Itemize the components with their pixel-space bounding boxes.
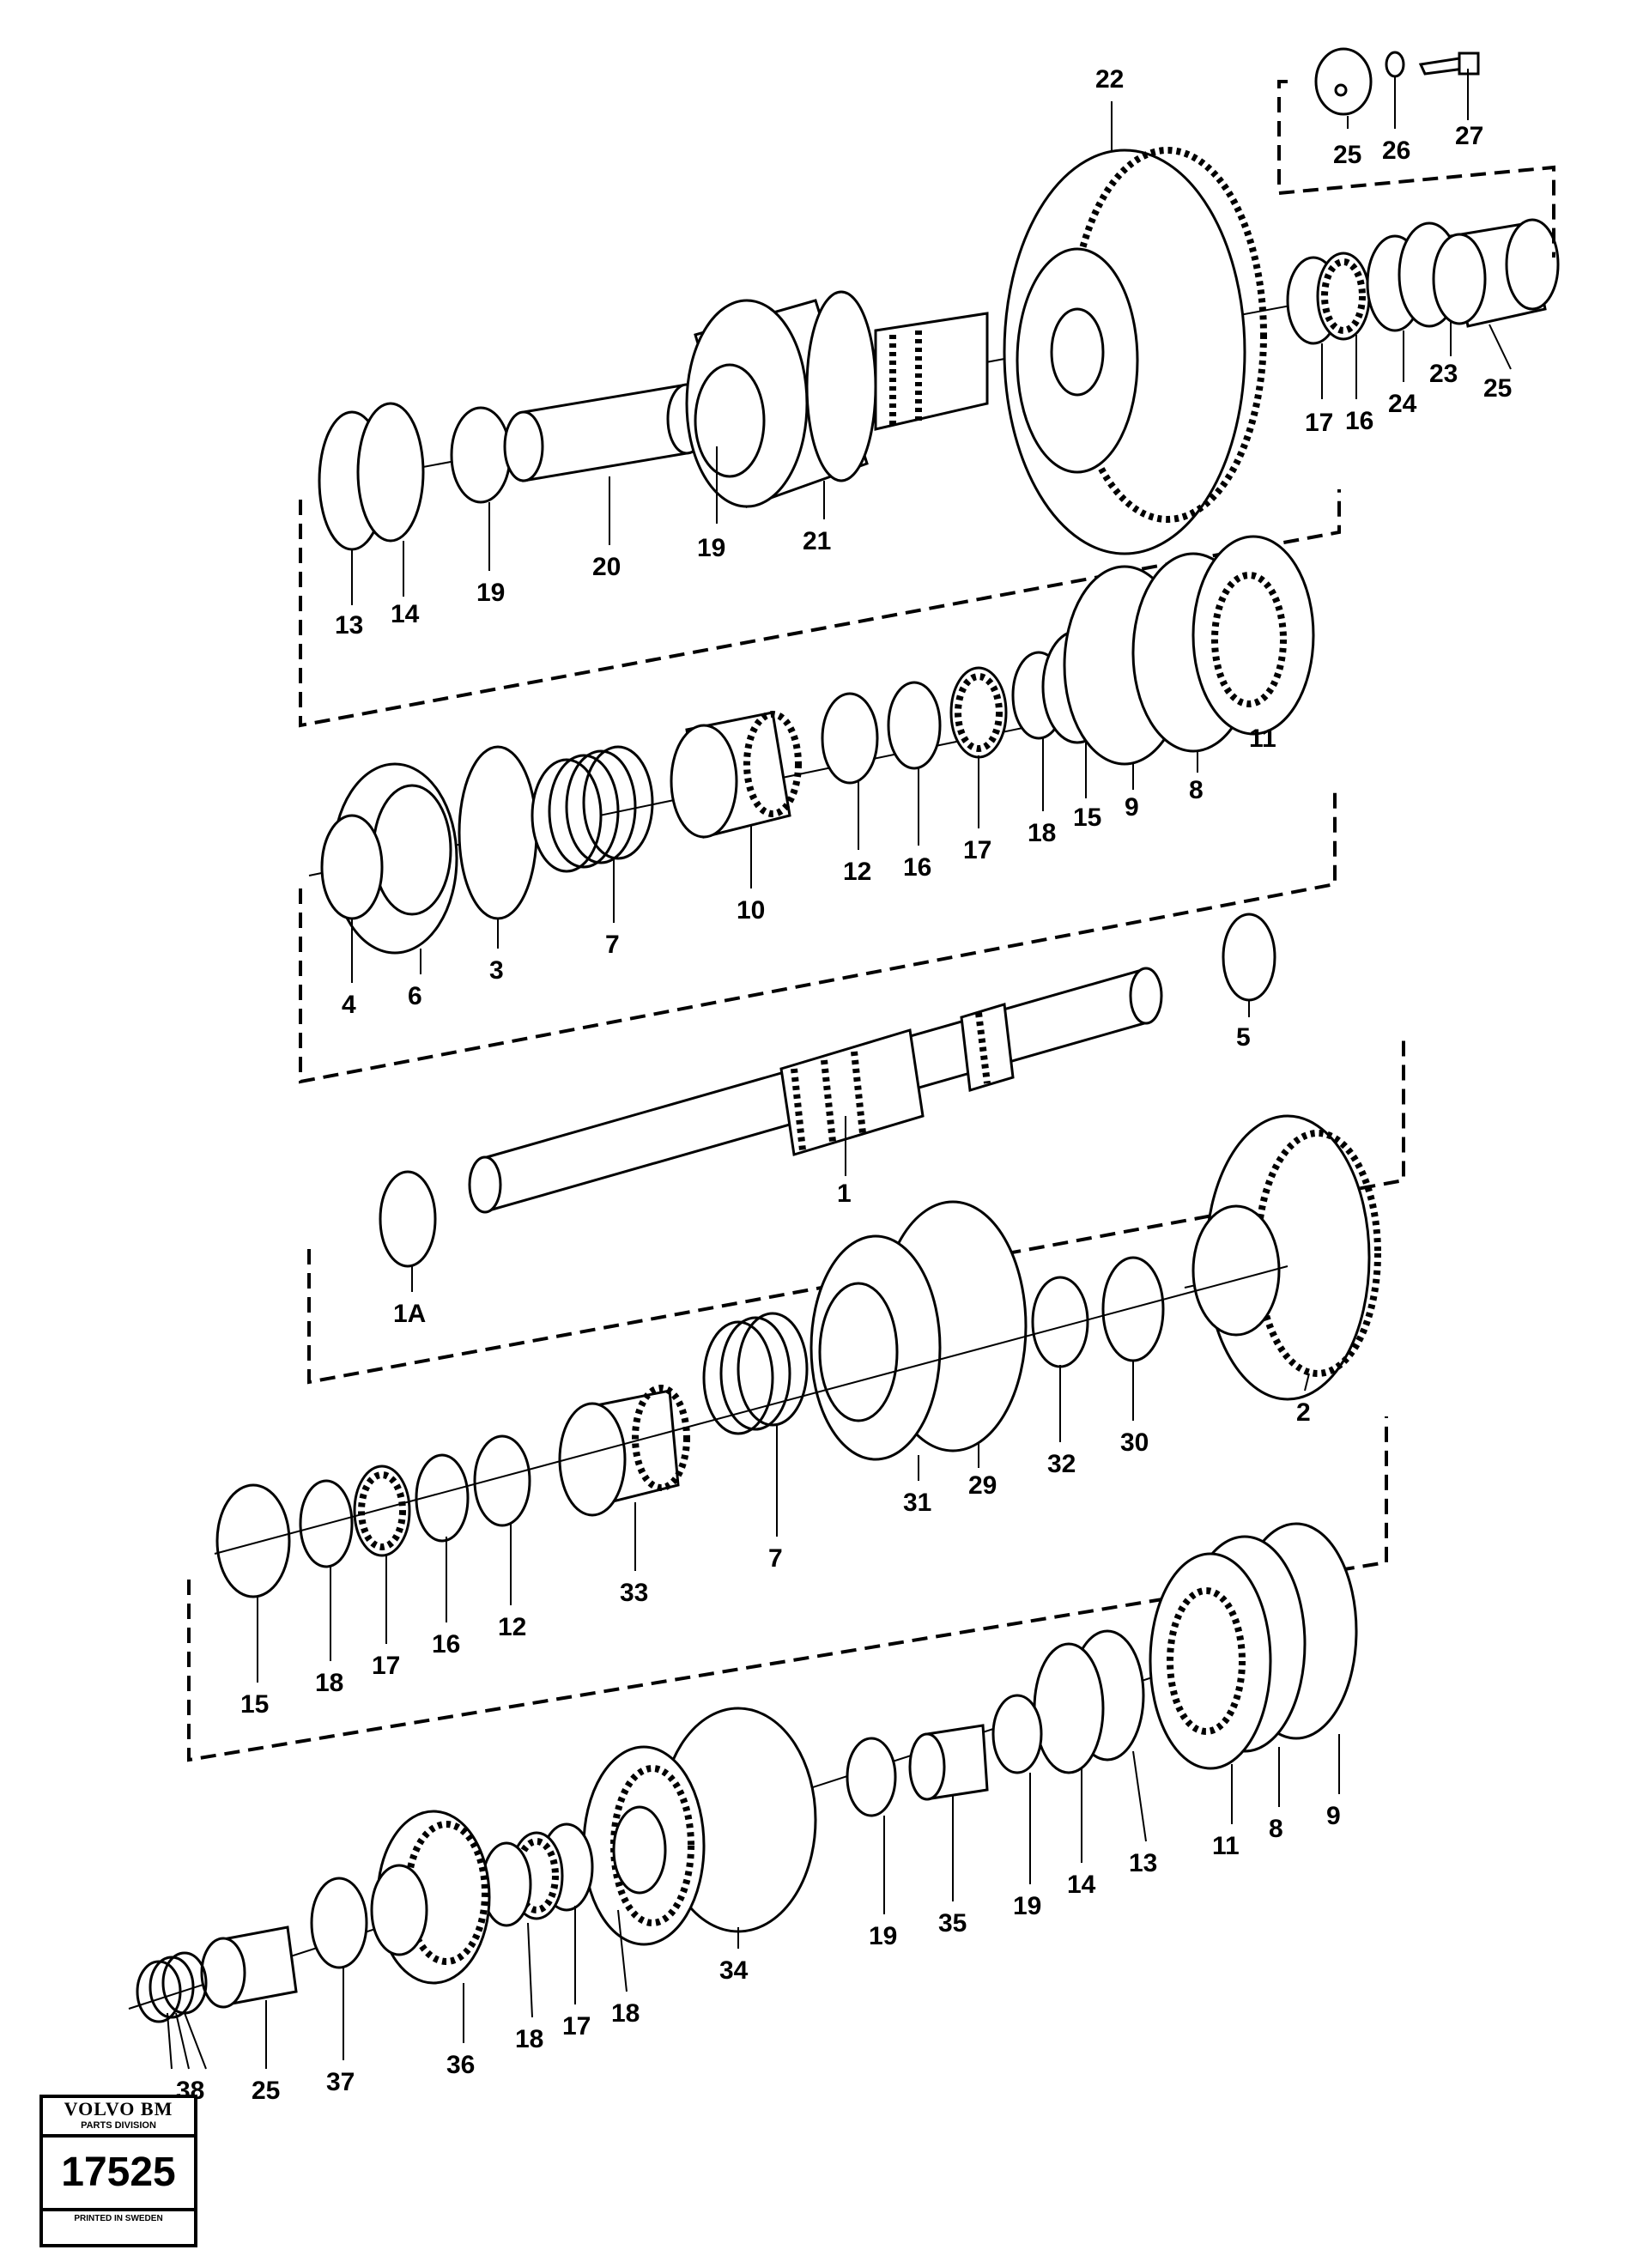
row-top-assembly <box>318 47 1560 605</box>
part-19-bearing <box>450 406 512 504</box>
part-7-spring <box>702 1312 809 1435</box>
part-16-washer <box>415 1453 470 1543</box>
label-12-lower: 12 <box>498 1613 526 1641</box>
label-18-bottom-b: 18 <box>611 1999 640 2028</box>
part-12-washer <box>473 1434 531 1527</box>
label-13-lower: 13 <box>1129 1849 1157 1877</box>
row-bottom-assembly <box>128 1522 1358 2070</box>
part-37-washer <box>310 1877 368 1969</box>
badge-brand: VOLVO BM <box>64 2098 173 2119</box>
part-11-plate <box>1149 1552 1272 1770</box>
label-2: 2 <box>1296 1398 1311 1427</box>
label-7-lower: 7 <box>768 1544 783 1573</box>
label-11-lower: 11 <box>1212 1832 1240 1860</box>
label-18-lower: 18 <box>315 1669 343 1697</box>
label-25-top-id: 25 <box>1483 374 1512 403</box>
label-15-upper: 15 <box>1073 804 1101 832</box>
label-21: 21 <box>803 527 831 555</box>
part-38-rings <box>136 1951 208 2023</box>
part-20-sleeve <box>522 383 688 482</box>
volvo-bm-badge: VOLVO BM PARTS DIVISION 17525 PRINTED IN… <box>39 2095 197 2247</box>
part-5-ring <box>1222 913 1276 1002</box>
label-3: 3 <box>489 956 504 985</box>
label-4: 4 <box>342 991 356 1019</box>
label-18-upper: 18 <box>1028 819 1056 847</box>
label-13-top: 13 <box>335 611 363 640</box>
badge-number: 17525 <box>43 2138 194 2211</box>
part-7-spring <box>531 745 654 873</box>
label-1A-id: 1A <box>393 1300 426 1328</box>
part-1A-snap-ring <box>379 1170 437 1268</box>
part-30-washer <box>1101 1256 1165 1362</box>
part-14-ring <box>1033 1642 1105 1774</box>
label-5: 5 <box>1236 1023 1251 1052</box>
part-15-washer <box>215 1483 291 1598</box>
part-3-ring <box>458 745 538 920</box>
label-23: 23 <box>1429 360 1458 388</box>
row-clutch-pack-2 <box>214 1114 1381 1683</box>
label-19-lower-b: 19 <box>869 1922 897 1950</box>
label-11-upper: 11 <box>1249 725 1276 753</box>
label-37: 37 <box>326 2068 355 2096</box>
label-16-lower: 16 <box>432 1630 460 1659</box>
label-15-lower: 15 <box>240 1690 269 1719</box>
badge-division: PARTS DIVISION <box>43 2120 194 2138</box>
part-11-plate <box>1191 535 1315 736</box>
label-6: 6 <box>408 982 422 1010</box>
part-16-washer <box>887 681 942 770</box>
label-33: 33 <box>620 1579 648 1607</box>
part-27-washer <box>1385 51 1405 78</box>
label-22: 22 <box>1095 65 1124 94</box>
label-18-top: 17 <box>1305 409 1333 437</box>
row-clutch-pack-1 <box>308 535 1315 983</box>
part-labels: 22 25 26 27 17 16 24 23 bearing 25 13 14… <box>176 65 1512 2105</box>
label-30: 30 <box>1120 1428 1149 1457</box>
part-19-bearing <box>846 1737 897 1817</box>
label-29: 29 <box>968 1471 997 1500</box>
label-19-top-a: 19 <box>476 579 505 607</box>
label-36: 36 <box>446 2051 475 2079</box>
label-20: 20 <box>592 553 621 581</box>
label-8-upper: 8 <box>1189 776 1204 804</box>
label-17-bottom: 17 <box>562 2012 591 2041</box>
label-27: 26 <box>1382 136 1410 165</box>
label-9-lower: 9 <box>1326 1802 1341 1830</box>
label-26: 25 <box>1333 141 1361 169</box>
label-35: 35 <box>938 1909 967 1938</box>
label-9-upper: 9 <box>1125 793 1139 822</box>
part-26-cap <box>1314 47 1373 116</box>
label-1: 1 <box>837 1179 852 1208</box>
label-28: 27 <box>1455 122 1483 150</box>
label-12-upper: 12 <box>843 858 871 886</box>
label-32: 32 <box>1047 1450 1076 1478</box>
part-14-ring <box>356 402 425 543</box>
badge-printed: PRINTED IN SWEDEN <box>74 2214 163 2223</box>
label-17-upper: 17 <box>963 836 991 864</box>
label-17-lower: 17 <box>372 1652 400 1680</box>
label-10: 10 <box>737 896 765 925</box>
label-34: 34 <box>719 1956 749 1985</box>
label-8-lower: 8 <box>1269 1815 1283 1843</box>
label-14-top: 14 <box>391 600 420 628</box>
part-4-snap-ring <box>320 814 384 920</box>
label-19-lower-a: 19 <box>1013 1892 1041 1920</box>
label-16-upper: 16 <box>903 853 931 882</box>
label-17-top: 16 <box>1345 407 1373 435</box>
label-7-upper: 7 <box>605 931 620 959</box>
part-19-bearing <box>991 1694 1043 1774</box>
label-18-bottom-a: 18 <box>515 2025 543 2053</box>
label-19-top-b: 19 <box>697 534 725 562</box>
part-12-washer <box>821 692 879 785</box>
row-main-shaft <box>379 913 1276 1292</box>
label-14-lower: 14 <box>1067 1871 1096 1899</box>
label-24: 24 <box>1388 390 1417 418</box>
label-31: 31 <box>903 1489 931 1517</box>
part-28-screw <box>1418 57 1466 76</box>
label-25-bottom: 25 <box>252 2077 280 2105</box>
